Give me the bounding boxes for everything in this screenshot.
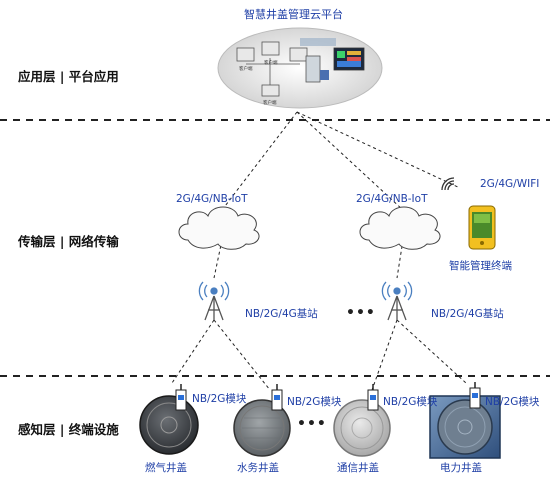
ellipsis-mid: ••• xyxy=(346,305,376,321)
client-pc-icon xyxy=(236,47,255,62)
network-cloud-left xyxy=(178,206,260,250)
connection-lines xyxy=(171,111,467,391)
layer-label-perception: 感知层 | 终端设施 xyxy=(18,422,119,437)
client-pc-icon xyxy=(261,41,280,56)
layer-label-application: 应用层 | 平台应用 xyxy=(18,69,119,84)
wifi-icon xyxy=(441,177,455,191)
station-right-label: NB/2G/4G基站 xyxy=(431,308,504,320)
base-station-right-icon xyxy=(381,281,413,321)
server-icon xyxy=(305,55,321,83)
database-icon xyxy=(320,70,329,80)
water-manhole-cover xyxy=(233,399,291,457)
svg-text:客户端: 客户端 xyxy=(264,59,278,66)
base-station-left-icon xyxy=(198,281,230,321)
ellipsis-bottom: ••• xyxy=(297,416,327,432)
cover-label-water: 水务井盖 xyxy=(237,462,279,474)
client-pc-icon xyxy=(289,47,308,62)
module-label: NB/2G模块 xyxy=(485,396,540,408)
smart-terminal-icon xyxy=(468,205,496,250)
client-pc-icon xyxy=(261,84,280,97)
svg-text:客户端: 客户端 xyxy=(263,99,277,106)
iot-module-icon xyxy=(367,384,379,411)
cloud-platform: 客户端 客户端 客户端 xyxy=(217,27,383,109)
iot-module-icon xyxy=(271,384,283,411)
module-label: NB/2G模块 xyxy=(192,393,247,405)
cover-label-gas: 燃气井盖 xyxy=(145,462,187,474)
wifi-label: 2G/4G/WIFI xyxy=(480,178,540,190)
gas-manhole-cover xyxy=(139,395,199,455)
svg-text:客户端: 客户端 xyxy=(239,65,253,72)
network-cloud-right xyxy=(359,206,441,250)
power-manhole-cover xyxy=(429,395,501,459)
iot-module-icon xyxy=(469,382,481,409)
platform-title: 智慧井盖管理云平台 xyxy=(244,8,343,21)
module-label: NB/2G模块 xyxy=(383,396,438,408)
terminal-label: 智能管理终端 xyxy=(449,260,512,272)
cover-label-power: 电力井盖 xyxy=(440,462,482,474)
cloud-left-label: 2G/4G/NB-IoT xyxy=(176,193,248,205)
telecom-manhole-cover xyxy=(333,399,391,457)
module-label: NB/2G模块 xyxy=(287,396,342,408)
station-left-label: NB/2G/4G基站 xyxy=(245,308,318,320)
cloud-right-label: 2G/4G/NB-IoT xyxy=(356,193,428,205)
iot-module-icon xyxy=(175,384,187,411)
layer-label-transport: 传输层 | 网络传输 xyxy=(18,234,119,249)
cover-label-telecom: 通信井盖 xyxy=(337,462,379,474)
